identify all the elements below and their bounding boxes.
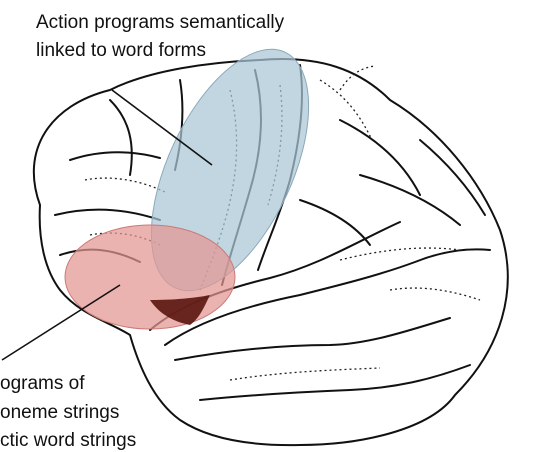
bottom-label-line2: oneme strings <box>0 402 119 423</box>
bottom-label-line3: ctic word strings <box>0 430 136 451</box>
red-perisylvian-region <box>65 225 235 329</box>
bottom-pointer-line <box>2 285 120 360</box>
top-label-line1: Action programs semantically <box>36 12 285 33</box>
top-label-line2: linked to word forms <box>36 40 206 61</box>
bottom-label-line1: ograms of <box>0 373 85 394</box>
